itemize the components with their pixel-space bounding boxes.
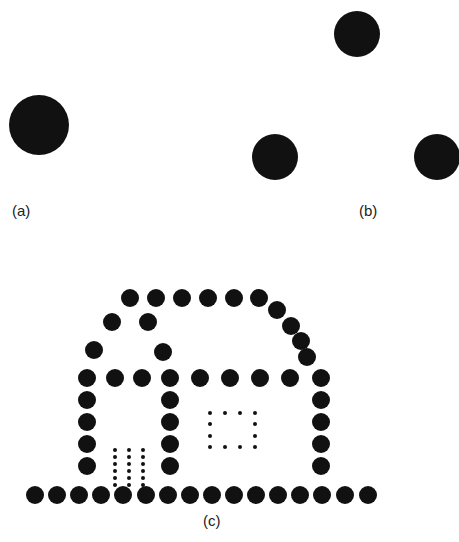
panel-label: (a) [12,202,30,219]
panel-label: (c) [203,512,221,529]
dot-triad [252,11,459,180]
dot-single [9,95,69,155]
panel-label: (b) [359,202,377,219]
dot-house [26,289,377,504]
